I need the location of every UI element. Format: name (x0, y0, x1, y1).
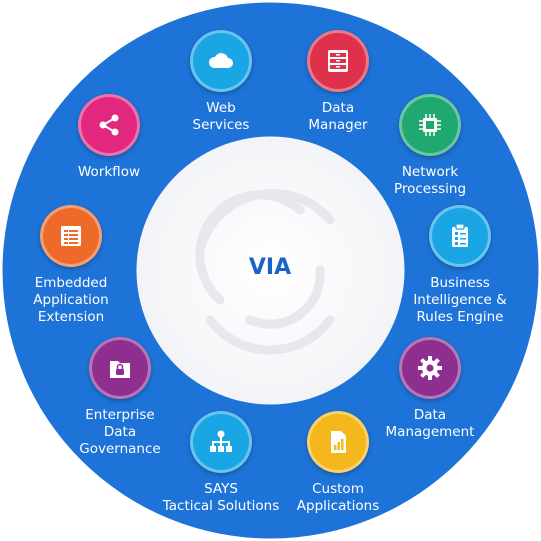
module-label: SAYS Tactical Solutions (162, 481, 280, 514)
chip-icon (419, 114, 441, 136)
hierarchy-icon (210, 430, 232, 452)
cloud-icon (208, 53, 233, 68)
gear-icon (418, 356, 442, 380)
module-icon-circle (307, 411, 369, 473)
module-web-services[interactable]: Web Services (146, 30, 296, 134)
module-label: Workflow (78, 164, 140, 180)
module-icon-circle (89, 337, 151, 399)
module-business-intelligence[interactable]: Business Intelligence & Rules Engine (385, 205, 535, 326)
module-label: Embedded Application Extension (33, 275, 109, 325)
share-icon (99, 114, 119, 136)
cabinet-icon (328, 50, 348, 72)
module-label: Web Services (192, 100, 250, 133)
inner-circle (136, 136, 405, 405)
module-enterprise-data-governance[interactable]: Enterprise Data Governance (45, 337, 195, 458)
module-label: Data Management (385, 407, 475, 440)
module-says-tactical-solutions[interactable]: SAYS Tactical Solutions (146, 411, 296, 515)
module-workflow[interactable]: Workflow (34, 94, 184, 181)
module-custom-applications[interactable]: Custom Applications (263, 411, 413, 515)
module-data-manager[interactable]: Data Manager (263, 30, 413, 134)
document-chart-icon (331, 431, 346, 453)
module-icon-circle (429, 205, 491, 267)
center-title: VIA (248, 255, 292, 280)
module-icon-circle (190, 30, 252, 92)
module-icon-circle (399, 94, 461, 156)
module-label: Network Processing (393, 164, 467, 197)
module-label: Enterprise Data Governance (79, 407, 161, 457)
module-icon-circle (399, 337, 461, 399)
module-icon-circle (78, 94, 140, 156)
clipboard-icon (452, 223, 468, 247)
module-icon-circle (307, 30, 369, 92)
module-embedded-application-extension[interactable]: Embedded Application Extension (0, 205, 146, 326)
swirl-watermark (195, 188, 335, 355)
module-label: Custom Applications (296, 481, 380, 514)
module-label: Business Intelligence & Rules Engine (413, 275, 507, 325)
list-window-icon (61, 226, 81, 246)
module-label: Data Manager (308, 100, 368, 133)
module-icon-circle (40, 205, 102, 267)
lock-folder-icon (110, 361, 130, 378)
module-network-processing[interactable]: Network Processing (355, 94, 505, 198)
module-data-management[interactable]: Data Management (355, 337, 505, 441)
module-icon-circle (190, 411, 252, 473)
